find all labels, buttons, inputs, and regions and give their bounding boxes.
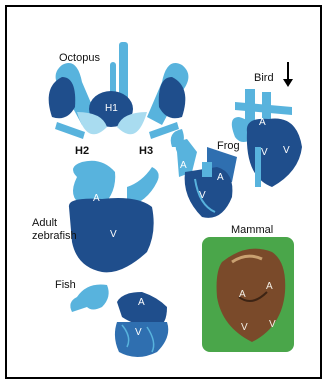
- fish-a-label: A: [138, 297, 145, 308]
- bird-v1-label: V: [261, 147, 268, 158]
- octopus-h1-label: H1: [105, 103, 118, 114]
- fish-label: Fish: [55, 279, 76, 291]
- octopus-label: Octopus: [59, 52, 100, 64]
- frog-a1-label: A: [180, 160, 187, 171]
- mammal-v2-label: V: [269, 319, 276, 330]
- bird-label: Bird: [254, 72, 274, 84]
- zebrafish-label: Adult zebrafish: [32, 217, 77, 243]
- mammal-v1-label: V: [241, 322, 248, 333]
- mammal-a2-label: A: [266, 281, 273, 292]
- mammal-a1-label: A: [239, 289, 246, 300]
- zebrafish-a-label: A: [93, 193, 100, 204]
- figure-frame: Octopus H1 H2 H3 Bird A V V Frog A A V A…: [5, 5, 322, 379]
- down-arrow-icon: [283, 62, 293, 87]
- bird-heart: [232, 89, 302, 187]
- zebrafish-label-line2: zebrafish: [32, 230, 77, 243]
- octopus-h2-label: H2: [75, 145, 89, 157]
- zebrafish-label-line1: Adult: [32, 217, 77, 230]
- bird-a-label: A: [259, 117, 266, 128]
- frog-label: Frog: [217, 140, 240, 152]
- frog-v-label: V: [199, 190, 206, 201]
- zebrafish-heart: [69, 161, 159, 273]
- mammal-panel: [202, 237, 294, 352]
- mammal-label: Mammal: [231, 224, 273, 236]
- zebrafish-v-label: V: [110, 229, 117, 240]
- frog-a2-label: A: [217, 172, 224, 183]
- bird-v2-label: V: [283, 145, 290, 156]
- octopus-h3-label: H3: [139, 145, 153, 157]
- fish-heart: [70, 285, 168, 358]
- fish-v-label: V: [135, 327, 142, 338]
